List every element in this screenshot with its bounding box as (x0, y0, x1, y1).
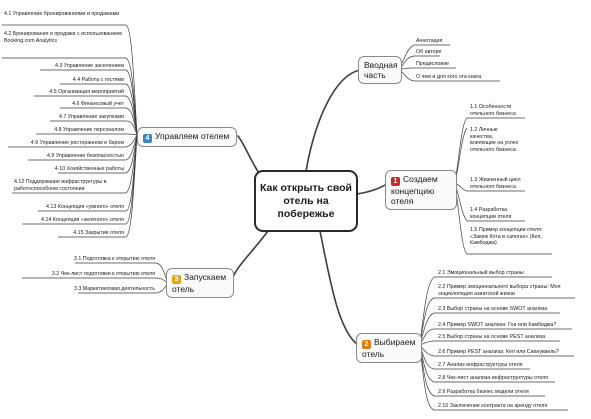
topic-intro[interactable]: Вводная часть (358, 56, 402, 84)
b4-item[interactable]: 4.15 Закрытие отеля (73, 230, 124, 236)
b4-item[interactable]: 4.10 Хозяйственные работы (54, 166, 124, 172)
b4-item[interactable]: 4.4 Работа с гостями (72, 77, 124, 83)
number-4-badge-icon: 4 (143, 134, 152, 143)
b1-item[interactable]: 1.4 Разработка концепции отеля (470, 207, 512, 220)
b2-item[interactable]: 2.7 Анализ инфраструктуры отеля (438, 362, 523, 368)
link-center-b2 (319, 230, 359, 346)
b1-item[interactable]: 1.2 Личные качества, влияющие на успех о… (470, 127, 519, 153)
intro-item[interactable]: Предисловие (416, 61, 450, 67)
b2-item[interactable]: 2.1 Эмоциональный выбор страны (438, 270, 524, 276)
b3-item[interactable]: 3.2 Чек-лист подготовки к открытию отеля (51, 271, 155, 277)
b4-item[interactable]: 4.7 Управление закупками (58, 114, 124, 120)
intro-item[interactable]: Аннотация (416, 38, 443, 44)
topic-b3-label: Запускаем отель (172, 272, 227, 294)
topic-b2-label: Выбираем отель (362, 337, 416, 359)
number-1-badge-icon: 1 (391, 177, 400, 186)
b4-item[interactable]: 4.5 Организация мероприятий (49, 89, 124, 95)
b2-item[interactable]: 2.9 Разработка бизнес модели отеля (438, 389, 529, 395)
topic-intro-label: Вводная часть (364, 60, 398, 80)
topic-b4-label: Управляем отелем (155, 131, 230, 141)
b2-item[interactable]: 2.10 Заключение контракта на аренду отел… (438, 403, 548, 409)
topic-b1-label: Создаем концепцию отеля (391, 174, 438, 206)
b4-item[interactable]: 4.1 Управление бронированиями и продажам… (4, 11, 120, 17)
link-center-b1 (356, 184, 386, 195)
b4-item[interactable]: 4.9 Управление безопасностью (46, 153, 124, 159)
b2-item[interactable]: 2.4 Пример SWOT анализа: Гоа или Камбодж… (438, 322, 557, 328)
number-2-badge-icon: 2 (362, 340, 371, 349)
central-topic[interactable]: Как открыть свой отель на побережье (254, 170, 358, 232)
b4-item[interactable]: 4.14 Концепция «зеленого» отеля (41, 217, 124, 223)
b1-item[interactable]: 1.3 Жизненный цикл отельного бизнеса (470, 177, 521, 190)
b3-item[interactable]: 3.1 Подготовка к открытию отеля (73, 256, 155, 262)
b4-item[interactable]: 4.2 Бронирования и продажи с использован… (4, 31, 122, 44)
link-center-b3 (231, 230, 269, 281)
b2-item[interactable]: 2.2 Пример эмоционального выбора страны:… (438, 284, 561, 297)
b4-item[interactable]: 4.9 Управление ресторанном и баром (30, 140, 124, 146)
intro-item[interactable]: Об авторе (416, 49, 442, 55)
b2-item[interactable]: 2.6 Пример PEST анализа: Кеп или Сианукв… (438, 349, 559, 355)
central-topic-label: Как открыть свой отель на побережье (259, 181, 353, 220)
b2-item[interactable]: 2.8 Чек-лист анализа инфраструктуры отел… (438, 375, 549, 381)
b2-item[interactable]: 2.5 Выбор страны на основе PEST анализа (438, 334, 546, 340)
b4-item[interactable]: 4.12 Поддержание инфраструктуры в работо… (14, 179, 107, 192)
b4-item[interactable]: 4.8 Управление персоналом (54, 127, 124, 133)
b1-item[interactable]: 1.1 Особенности отельного бизнеса (470, 104, 516, 117)
b3-item[interactable]: 3.3 Маркетинговая деятельность (73, 286, 155, 292)
b4-item[interactable]: 4.6 Финансовый учет (72, 101, 124, 107)
b1-item[interactable]: 1.5 Пример концепции отеля: «Замок Кота … (470, 227, 543, 247)
link-center-intro (305, 69, 361, 172)
b4-item[interactable]: 4.13 Концепция «умного» отеля (45, 204, 124, 210)
b2-item[interactable]: 2.3 Выбор страны на основе SWOT анализа (438, 306, 548, 312)
b4-item[interactable]: 4.3 Управление заселением (54, 63, 124, 69)
intro-item[interactable]: О чем и для кого эта книга (416, 74, 482, 80)
number-3-badge-icon: 3 (172, 275, 181, 284)
